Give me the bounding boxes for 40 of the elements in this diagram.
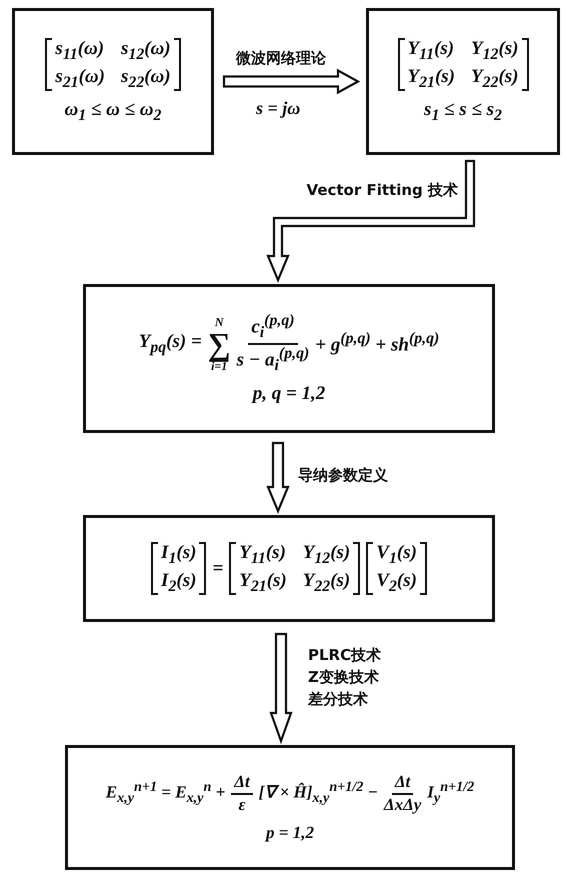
formula-box [366, 8, 560, 155]
formula-term: ε [238, 795, 246, 815]
formula-term: E$_{x,y}$$^{n+1}$ = E$_{x,y}$$^{n}$ + [106, 779, 226, 808]
formula-term: Y$_{11}$(s) [408, 38, 455, 64]
formula-term: ∑ [208, 328, 231, 360]
formula-term: Y$_{12}$(s) [302, 542, 350, 568]
formula-term: V$_{1}$(s) [376, 542, 417, 568]
formula-term: p, q = 1,2 [252, 383, 326, 406]
formula-term: Y$_{11}$(s) [239, 542, 287, 568]
formula-box [12, 8, 214, 155]
block-arrow [222, 68, 360, 94]
formula-term: I$_{1}$(s) [161, 542, 196, 568]
formula-box [83, 284, 495, 433]
formula-term: Y$_{21}$(s) [408, 66, 455, 92]
formula-term: p = 1,2 [266, 823, 314, 843]
formula-box [83, 515, 495, 622]
formula-term: N [214, 316, 224, 328]
formula-term: Y$_{pq}$(s) = [138, 330, 202, 356]
formula-term: s$_{22}$(ω) [121, 66, 171, 92]
formula-term: s$_{11}$(ω) [55, 38, 105, 64]
formula-term: Y$_{21}$(s) [239, 570, 287, 596]
formula-term: s$_{21}$(ω) [55, 66, 105, 92]
formula-term: Δt [231, 772, 253, 795]
formula-term: [∇ × Ĥ]$_{x,y}$$^{n+1/2}$ − [258, 779, 378, 808]
formula-term: s$_{1}$ ≤ s ≤ s$_{2}$ [424, 99, 502, 126]
formula-term: Y$_{12}$(s) [471, 38, 518, 64]
formula-term: s$_{12}$(ω) [121, 38, 171, 64]
formula-term: + g$^{(p,q)}$ + sh$^{(p,q)}$ [315, 330, 440, 357]
formula-term: V$_{2}$(s) [376, 570, 417, 596]
formula-term: = [212, 558, 224, 580]
formula-term: ΔxΔy [384, 795, 422, 815]
formula-box [65, 745, 515, 870]
block-arrow [266, 442, 290, 514]
formula-term: ω$_{1}$ ≤ ω ≤ ω$_{2}$ [64, 99, 162, 126]
block-arrow [266, 160, 476, 283]
block-arrow [269, 632, 293, 744]
formula-term: Y$_{22}$(s) [302, 570, 350, 596]
formula-term: Δt [392, 772, 414, 795]
formula-term: I$_{2}$(s) [161, 570, 196, 596]
formula-term: Y$_{22}$(s) [471, 66, 518, 92]
